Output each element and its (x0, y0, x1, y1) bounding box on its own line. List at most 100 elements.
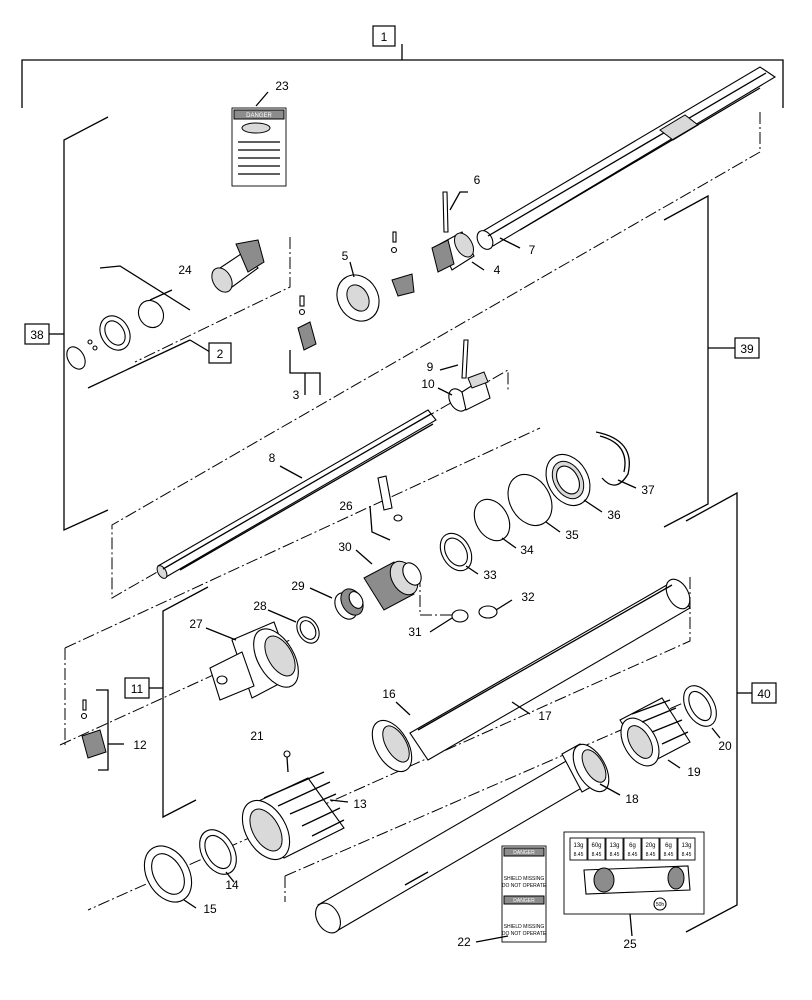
bracket-40: 40 (685, 491, 777, 933)
callout-40: 40 (757, 687, 771, 701)
callout-15: 15 (203, 902, 217, 916)
grease-decal-25: 13g8.4560g8.4513g8.456g8.4520g8.456g8.45… (563, 831, 705, 951)
inner-shaft-8 (156, 409, 437, 579)
callout-33: 33 (483, 568, 497, 582)
grease-cell (569, 837, 588, 861)
decal-22-line-4: DO NOT OPERATE (502, 931, 547, 937)
callout-5: 5 (342, 249, 349, 263)
bushings-31-32: 31 32 (408, 590, 535, 639)
callout-6: 6 (474, 173, 481, 187)
callout-27: 27 (189, 617, 203, 631)
grease-cell-hours: 8.45 (646, 852, 656, 858)
callout-22: 22 (457, 935, 471, 949)
callout-21: 21 (250, 729, 264, 743)
callout-7-leader: 7 (499, 237, 536, 257)
callout-4: 4 (494, 263, 501, 277)
bearing-29: 29 (291, 579, 364, 620)
callout-29: 29 (291, 579, 305, 593)
callout-37: 37 (641, 483, 655, 497)
callout-39: 39 (740, 342, 754, 356)
callout-31: 31 (408, 625, 422, 639)
grease-cell-grams: 20g (645, 843, 655, 849)
yoke-10: 10 (421, 371, 491, 412)
decal-23-title: DANGER (246, 113, 272, 119)
callout-8-group: 8 (269, 451, 303, 479)
grease-cell-grams: 13g (573, 843, 583, 849)
callout-11: 11 (131, 682, 144, 696)
bracket-2: 2 (87, 339, 232, 389)
flange-18: 18 (561, 743, 639, 806)
yoke-4: 4 (431, 231, 501, 277)
ring-35: 35 (507, 474, 579, 542)
decal-22-line-3: SHIELD MISSING (504, 924, 545, 930)
callout-12: 12 (133, 738, 147, 752)
cross-small (390, 231, 415, 297)
callout-9: 9 (427, 360, 434, 374)
assembly-axis-lines (59, 112, 761, 911)
bellows-13: 13 (241, 771, 367, 861)
bracket-38: 38 (24, 116, 109, 532)
decal-22-title-2: DANGER (513, 898, 535, 904)
callout-13: 13 (353, 797, 367, 811)
grease-cell-grams: 6g (665, 843, 672, 849)
plate-14: 14 (199, 829, 239, 892)
callout-35: 35 (565, 528, 579, 542)
callout-36: 36 (607, 508, 621, 522)
ring-33: 33 (439, 532, 497, 582)
bolt-21: 21 (250, 729, 291, 773)
grease-cell-grams: 13g (609, 843, 619, 849)
pin-26: 26 (339, 475, 403, 541)
ring-34: 34 (473, 498, 534, 557)
cross-kit-3: 3 (289, 295, 321, 402)
grease-cell-hours: 8.45 (682, 852, 692, 858)
pin-9: 9 (427, 339, 469, 379)
callout-25: 25 (623, 937, 637, 951)
plate-20: 20 (683, 685, 732, 753)
cross-12: 12 (80, 689, 147, 771)
bracket-39: 39 (663, 194, 760, 528)
yoke-part-24: 24 (66, 239, 265, 370)
callout-3: 3 (293, 388, 300, 402)
callout-24: 24 (178, 263, 192, 277)
callout-box-1 (372, 25, 396, 47)
flange-16: 16 (371, 687, 413, 773)
callout-38: 38 (30, 328, 44, 342)
grease-chart: 13g8.4560g8.4513g8.456g8.4520g8.456g8.45… (569, 837, 696, 861)
yoke-27: 27 (189, 617, 299, 701)
callout-17-leader: 17 (511, 701, 552, 723)
callout-30: 30 (338, 540, 352, 554)
callout-32: 32 (521, 590, 535, 604)
callout-10: 10 (421, 377, 435, 391)
grease-cell-hours: 8.45 (592, 852, 602, 858)
grease-cell-hours: 8.45 (610, 852, 620, 858)
callout-7: 7 (529, 243, 536, 257)
guard-cone-5: 5 (336, 249, 380, 322)
danger-decal-23: DANGER 23 (231, 79, 289, 187)
grease-cell-grams: 6g (629, 843, 636, 849)
grease-cell (587, 837, 606, 861)
callout-2: 2 (217, 347, 224, 361)
grease-cell-grams: 13g (681, 843, 691, 849)
callout-19: 19 (687, 765, 701, 779)
callout-1: 1 (381, 30, 388, 44)
outer-tube-7 (476, 66, 777, 250)
grease-cell (605, 837, 624, 861)
ring-28: 28 (253, 599, 320, 644)
callout-16: 16 (382, 687, 396, 701)
callout-8: 8 (269, 451, 276, 465)
bracket-11: 11 (124, 586, 209, 819)
circlip-37: 37 (595, 431, 655, 497)
ring-36: 36 (545, 454, 621, 522)
lower-tube (315, 759, 586, 934)
bellows-19: 19 (619, 697, 701, 779)
pin-6: 6 (442, 173, 481, 233)
callout-17: 17 (538, 709, 552, 723)
grease-cell (659, 837, 678, 861)
assembly-bracket-1: 1 (21, 25, 784, 108)
callout-28: 28 (253, 599, 267, 613)
grease-cell (623, 837, 642, 861)
yoke-30: 30 (338, 540, 422, 611)
callout-23: 23 (275, 79, 289, 93)
grease-cell-hours: 8.45 (574, 852, 584, 858)
